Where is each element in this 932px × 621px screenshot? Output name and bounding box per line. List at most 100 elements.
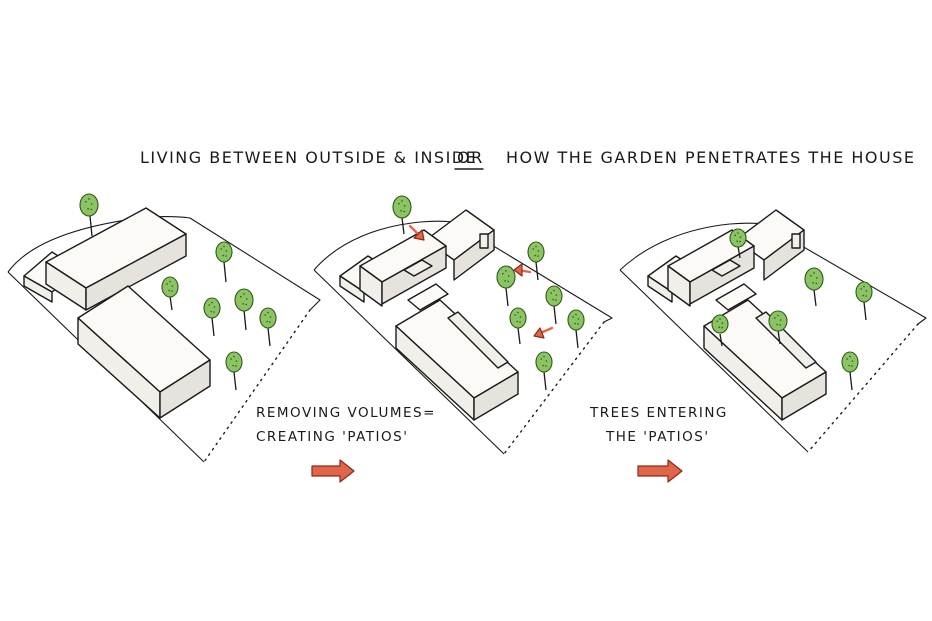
tree-speckle	[863, 285, 865, 288]
tree-speckle	[776, 323, 778, 326]
tree-speckle	[514, 314, 516, 316]
tree-speckle	[577, 318, 580, 320]
arrow-left-icon	[533, 326, 554, 339]
panel-3-trees-in-patios	[619, 209, 927, 453]
tree-speckle	[168, 289, 170, 292]
tree-in-patio	[711, 314, 729, 347]
panel-2-patios	[313, 195, 613, 455]
tree-speckle	[398, 202, 400, 205]
arrow-right-icon	[637, 459, 683, 483]
tree-speckle	[550, 292, 552, 294]
tree	[545, 285, 563, 325]
tree	[509, 307, 527, 345]
tree	[203, 297, 221, 337]
massing-blocks-1	[23, 207, 211, 419]
tree-speckle	[225, 250, 228, 252]
tree-speckle	[860, 288, 862, 290]
tree-speckle	[269, 316, 272, 318]
tree-speckle	[87, 208, 89, 210]
site-boundary-2	[313, 269, 505, 455]
tree-speckle	[721, 326, 723, 329]
tree-speckle	[264, 314, 267, 316]
tree-speckle	[552, 298, 554, 301]
tree-in-patio	[729, 228, 747, 259]
arrow-down-right-icon	[408, 224, 425, 241]
tree-speckle	[812, 282, 814, 284]
step-caption-2: TREES ENTERING THE 'PATIOS'	[589, 405, 728, 445]
tree-speckle	[721, 322, 724, 324]
progression-arrow-2	[637, 459, 683, 483]
tree-speckle	[230, 358, 232, 360]
step-2-line-1: TREES ENTERING	[589, 405, 728, 421]
tree-speckle	[507, 280, 510, 283]
tree-in-patio	[768, 310, 788, 345]
insertion-arrows	[408, 224, 554, 339]
title-part-2: HOW THE GARDEN PENETRATES THE HOUSE	[506, 148, 915, 167]
tree-speckle	[507, 275, 510, 277]
tree-speckle	[90, 203, 93, 205]
tree-speckle	[240, 295, 242, 298]
step-1-line-1: REMOVING VOLUMES=	[256, 405, 436, 421]
tree-speckle	[777, 314, 779, 317]
title-connector: OR	[457, 148, 484, 167]
tree-speckle	[575, 313, 577, 316]
tree-speckle	[245, 303, 248, 306]
tree-speckle	[213, 306, 216, 308]
tree-speckle	[574, 322, 576, 325]
tree-speckle	[505, 270, 507, 272]
progression-arrow-1	[311, 459, 355, 483]
tree-speckle	[716, 320, 718, 323]
tree-speckle	[537, 250, 540, 252]
arrow-right-icon	[311, 459, 355, 483]
tree-speckle	[532, 248, 534, 250]
tree-speckle	[540, 358, 542, 360]
tree-speckle	[734, 234, 736, 237]
title-part-1: LIVING BETWEEN OUTSIDE & INSIDE	[140, 148, 477, 167]
tree-speckle	[502, 272, 504, 275]
tree	[567, 309, 585, 349]
tree-speckle	[537, 255, 539, 257]
tree-speckle	[166, 283, 168, 285]
tree-speckle	[862, 294, 864, 297]
tree-speckle	[545, 365, 547, 367]
tree-speckle	[235, 365, 237, 367]
tree-speckle	[88, 198, 90, 200]
tree	[225, 351, 243, 391]
tree-speckle	[719, 318, 721, 320]
tree-speckle	[213, 311, 215, 313]
tree	[527, 241, 545, 281]
site-ground-2	[313, 220, 613, 323]
tree-speckle	[865, 295, 867, 297]
site-boundary-3	[619, 269, 809, 453]
tree-speckle	[813, 272, 815, 274]
tree-speckle	[169, 280, 171, 283]
tree-speckle	[555, 294, 558, 296]
tree-speckle	[211, 301, 213, 304]
tree	[259, 307, 277, 347]
tree-speckle	[401, 200, 403, 202]
tree-speckle	[774, 317, 776, 319]
tree-speckle	[553, 289, 555, 292]
tree-speckle	[545, 360, 548, 362]
diagram-title: LIVING BETWEEN OUTSIDE & INSIDE OR HOW T…	[140, 148, 915, 170]
step-2-line-2: THE 'PATIOS'	[605, 429, 710, 445]
tree-speckle	[810, 274, 812, 277]
tree-speckle	[543, 355, 545, 358]
tree-speckle	[245, 298, 248, 300]
tree-speckle	[171, 285, 174, 287]
tree-speckle	[233, 355, 235, 358]
tree-speckle	[851, 360, 854, 362]
tree-speckle	[815, 282, 818, 285]
massing-blocks-3	[647, 209, 827, 421]
tree	[392, 195, 412, 235]
site-edge-1	[203, 309, 311, 463]
arrow-left-icon	[513, 263, 532, 277]
tree-speckle	[555, 299, 557, 301]
tree-speckle	[210, 310, 212, 313]
tree-speckle	[739, 240, 741, 243]
tree-speckle	[171, 290, 173, 292]
tree-speckle	[232, 364, 234, 367]
tree-speckle	[400, 210, 402, 212]
